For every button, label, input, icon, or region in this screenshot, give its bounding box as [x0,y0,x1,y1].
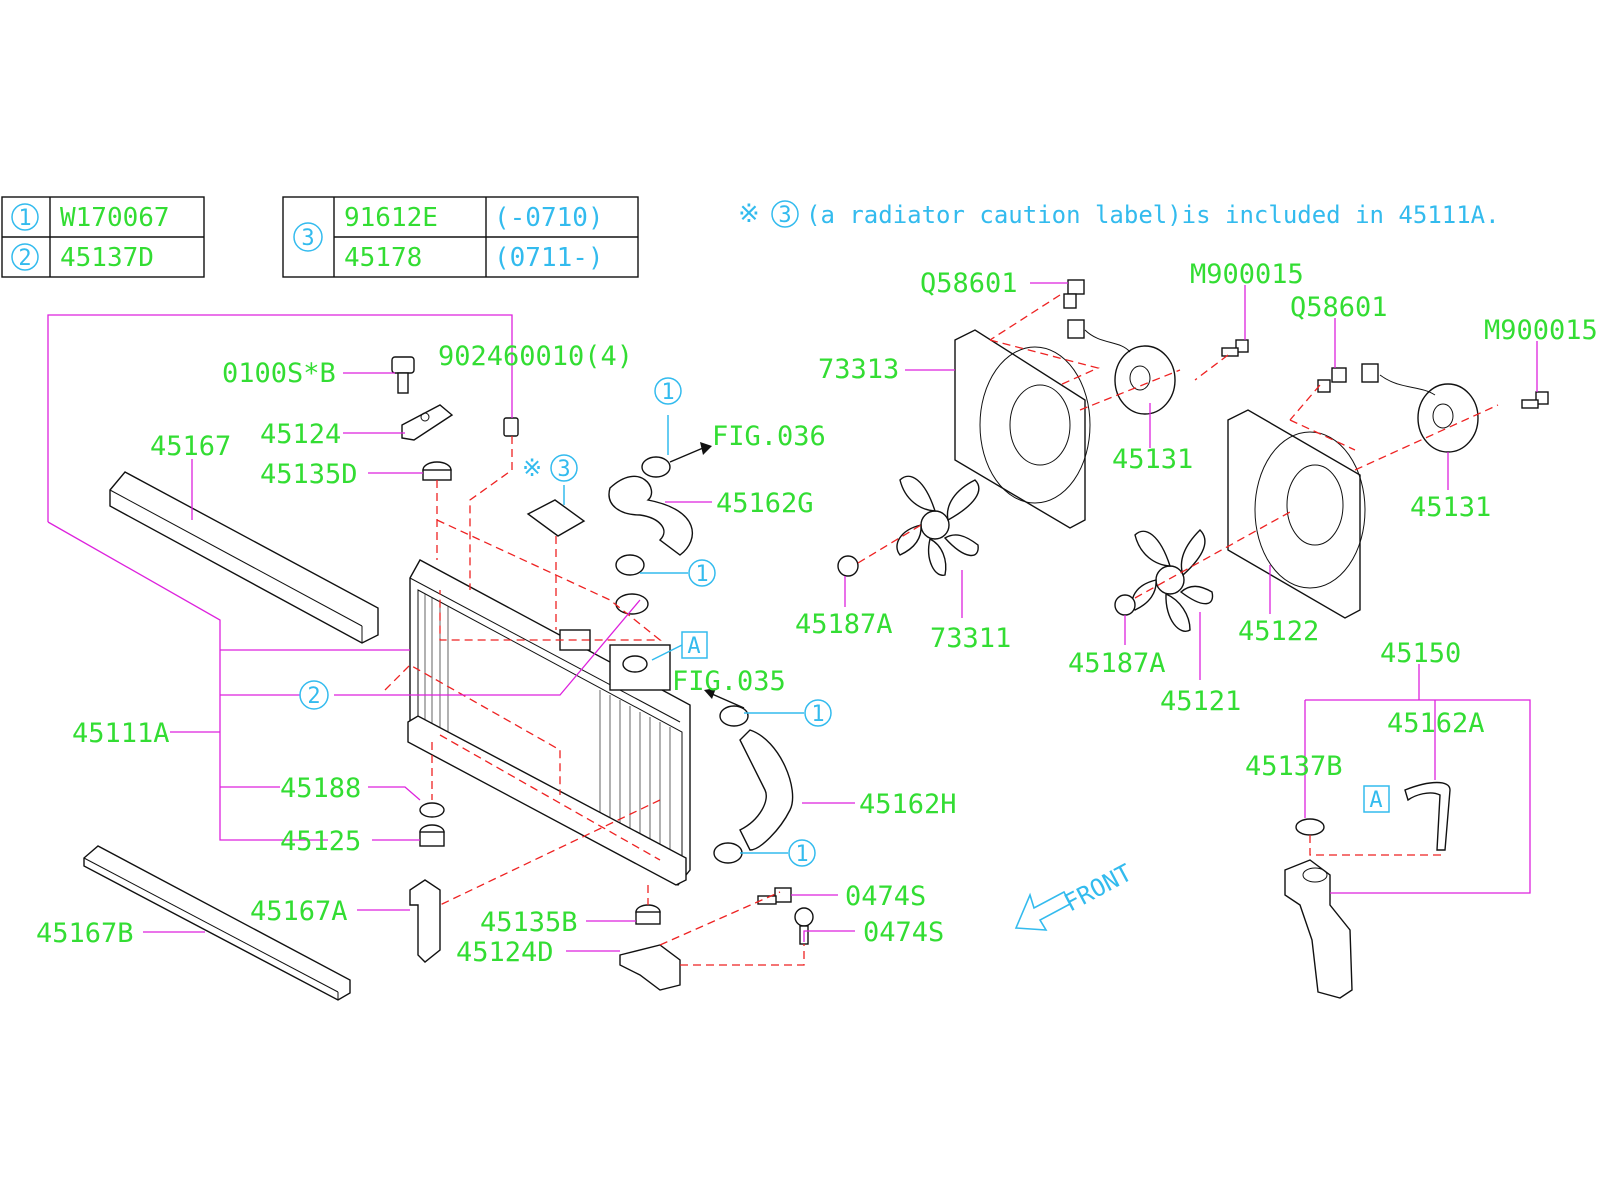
bolt-0100S [391,356,415,394]
bracket-45167A [409,879,441,963]
label-0474S-2: 0474S [863,917,944,948]
label-45135B: 45135B [480,907,578,938]
legend-range-2: (0711-) [494,243,604,273]
legend-table-right: 3 91612E (-0710) 45178 (0711-) [282,196,639,278]
label-45167A: 45167A [250,896,348,927]
bracket-45124D [619,944,681,991]
fan-73311 [896,475,980,576]
nut-45187A-1 [837,555,859,577]
fan-shroud-73313 [954,329,1091,529]
ref-circle-3: 3 [557,457,570,482]
label-M900015-2: M900015 [1484,315,1598,346]
ref-circle-2: 2 [307,684,320,709]
legend-num-3: 3 [301,226,314,251]
label-902460010: 902460010(4) [438,341,633,372]
cushion-45135B [635,904,661,925]
legend-num-1: 1 [18,206,31,231]
seal-45188 [419,802,445,818]
legend-code-1: W170067 [60,203,170,233]
radiator-cap [615,593,649,615]
ref-circle-1-c: 1 [811,702,824,727]
label-45187A-1: 45187A [795,609,893,640]
fan-45121 [1131,529,1214,632]
label-M900015-1: M900015 [1190,259,1304,290]
label-45137B: 45137B [1245,751,1343,782]
fan-motor-45131-2 [1361,363,1479,453]
fan-motor-45131-1 [1067,319,1176,415]
label-73313: 73313 [818,354,899,385]
front-label: FRONT [1060,859,1137,918]
bolt-0474S-1 [757,887,792,905]
note-mark: ※ [738,199,760,229]
fig-035-ref: FIG.035 [672,666,786,697]
part-labels: 0100S*B 902460010(4) 45167 45124 45135D … [36,259,1598,968]
label-45131-1: 45131 [1112,444,1193,475]
label-45162A: 45162A [1387,708,1485,739]
clamp-lower-1 [719,705,749,727]
clamp-upper-1 [641,456,671,478]
label-45187A-2: 45187A [1068,648,1166,679]
legend-table-left: 1 W170067 2 45137D [1,196,205,278]
clamp-upper-2 [615,554,645,576]
label-45188: 45188 [280,773,361,804]
label-45131-2: 45131 [1410,492,1491,523]
hose-45162G [608,475,694,556]
legend-num-2: 2 [18,246,31,271]
radiator-upper-bar [109,471,379,644]
radiator-lower-bar [83,845,351,1001]
cushion-45125 [419,824,445,847]
legend-range-1: (-0710) [494,203,604,233]
label-45150: 45150 [1380,638,1461,669]
reservoir-cap-45137B [1295,818,1325,836]
bolt-M900015-2 [1521,391,1549,409]
label-45111A: 45111A [72,718,170,749]
hose-45162H [739,729,794,851]
label-73311: 73311 [930,623,1011,654]
label-Q58601-2: Q58601 [1290,292,1388,323]
caution-note: ※ 3 (a radiator caution label)is include… [738,199,1500,229]
legend-code-91612E: 91612E [344,203,438,233]
label-45135D: 45135D [260,459,358,490]
front-arrow: FRONT [1014,859,1137,931]
note-num: 3 [778,203,791,228]
caution-label-3 [526,499,586,537]
fig-036-ref: FIG.036 [712,421,826,452]
label-45162G: 45162G [716,488,814,519]
note-text: (a radiator caution label)is included in… [806,201,1500,229]
clamp-lower-2 [713,842,743,864]
label-45122: 45122 [1238,616,1319,647]
label-0474S-1: 0474S [845,881,926,912]
label-45167: 45167 [150,431,231,462]
reservoir-tank [1284,859,1353,999]
label-45162H: 45162H [859,789,957,820]
leader-lines [47,282,1538,952]
bolt-Q58601-1 [1063,279,1085,309]
fan-shroud-45122 [1227,409,1366,619]
nut-45187A-2 [1114,594,1136,616]
clip-902460010 [503,417,519,437]
ref-circle-1-a: 1 [661,380,674,405]
ref-box-a-2: A [1369,788,1382,813]
ref-note-mark: ※ [522,454,542,482]
label-Q58601-1: Q58601 [920,268,1018,299]
radiator-core [407,559,691,886]
cushion-45135D [422,461,452,481]
label-45167B: 45167B [36,918,134,949]
label-45125: 45125 [280,826,361,857]
label-0100S: 0100S*B [222,358,336,389]
legend-code-45178: 45178 [344,243,422,273]
label-45124D: 45124D [456,937,554,968]
ref-circle-1-d: 1 [795,842,808,867]
bracket-45124 [401,404,454,441]
ref-circle-1-b: 1 [695,562,708,587]
overflow-hose-45162A [1404,781,1451,851]
legend-code-2: 45137D [60,243,154,273]
label-45124: 45124 [260,419,341,450]
label-45121: 45121 [1160,686,1241,717]
assembly-lines [384,294,1499,966]
ref-box-a-1: A [687,634,700,659]
bolt-Q58601-2 [1317,367,1347,393]
bolt-M900015-1 [1221,339,1249,357]
